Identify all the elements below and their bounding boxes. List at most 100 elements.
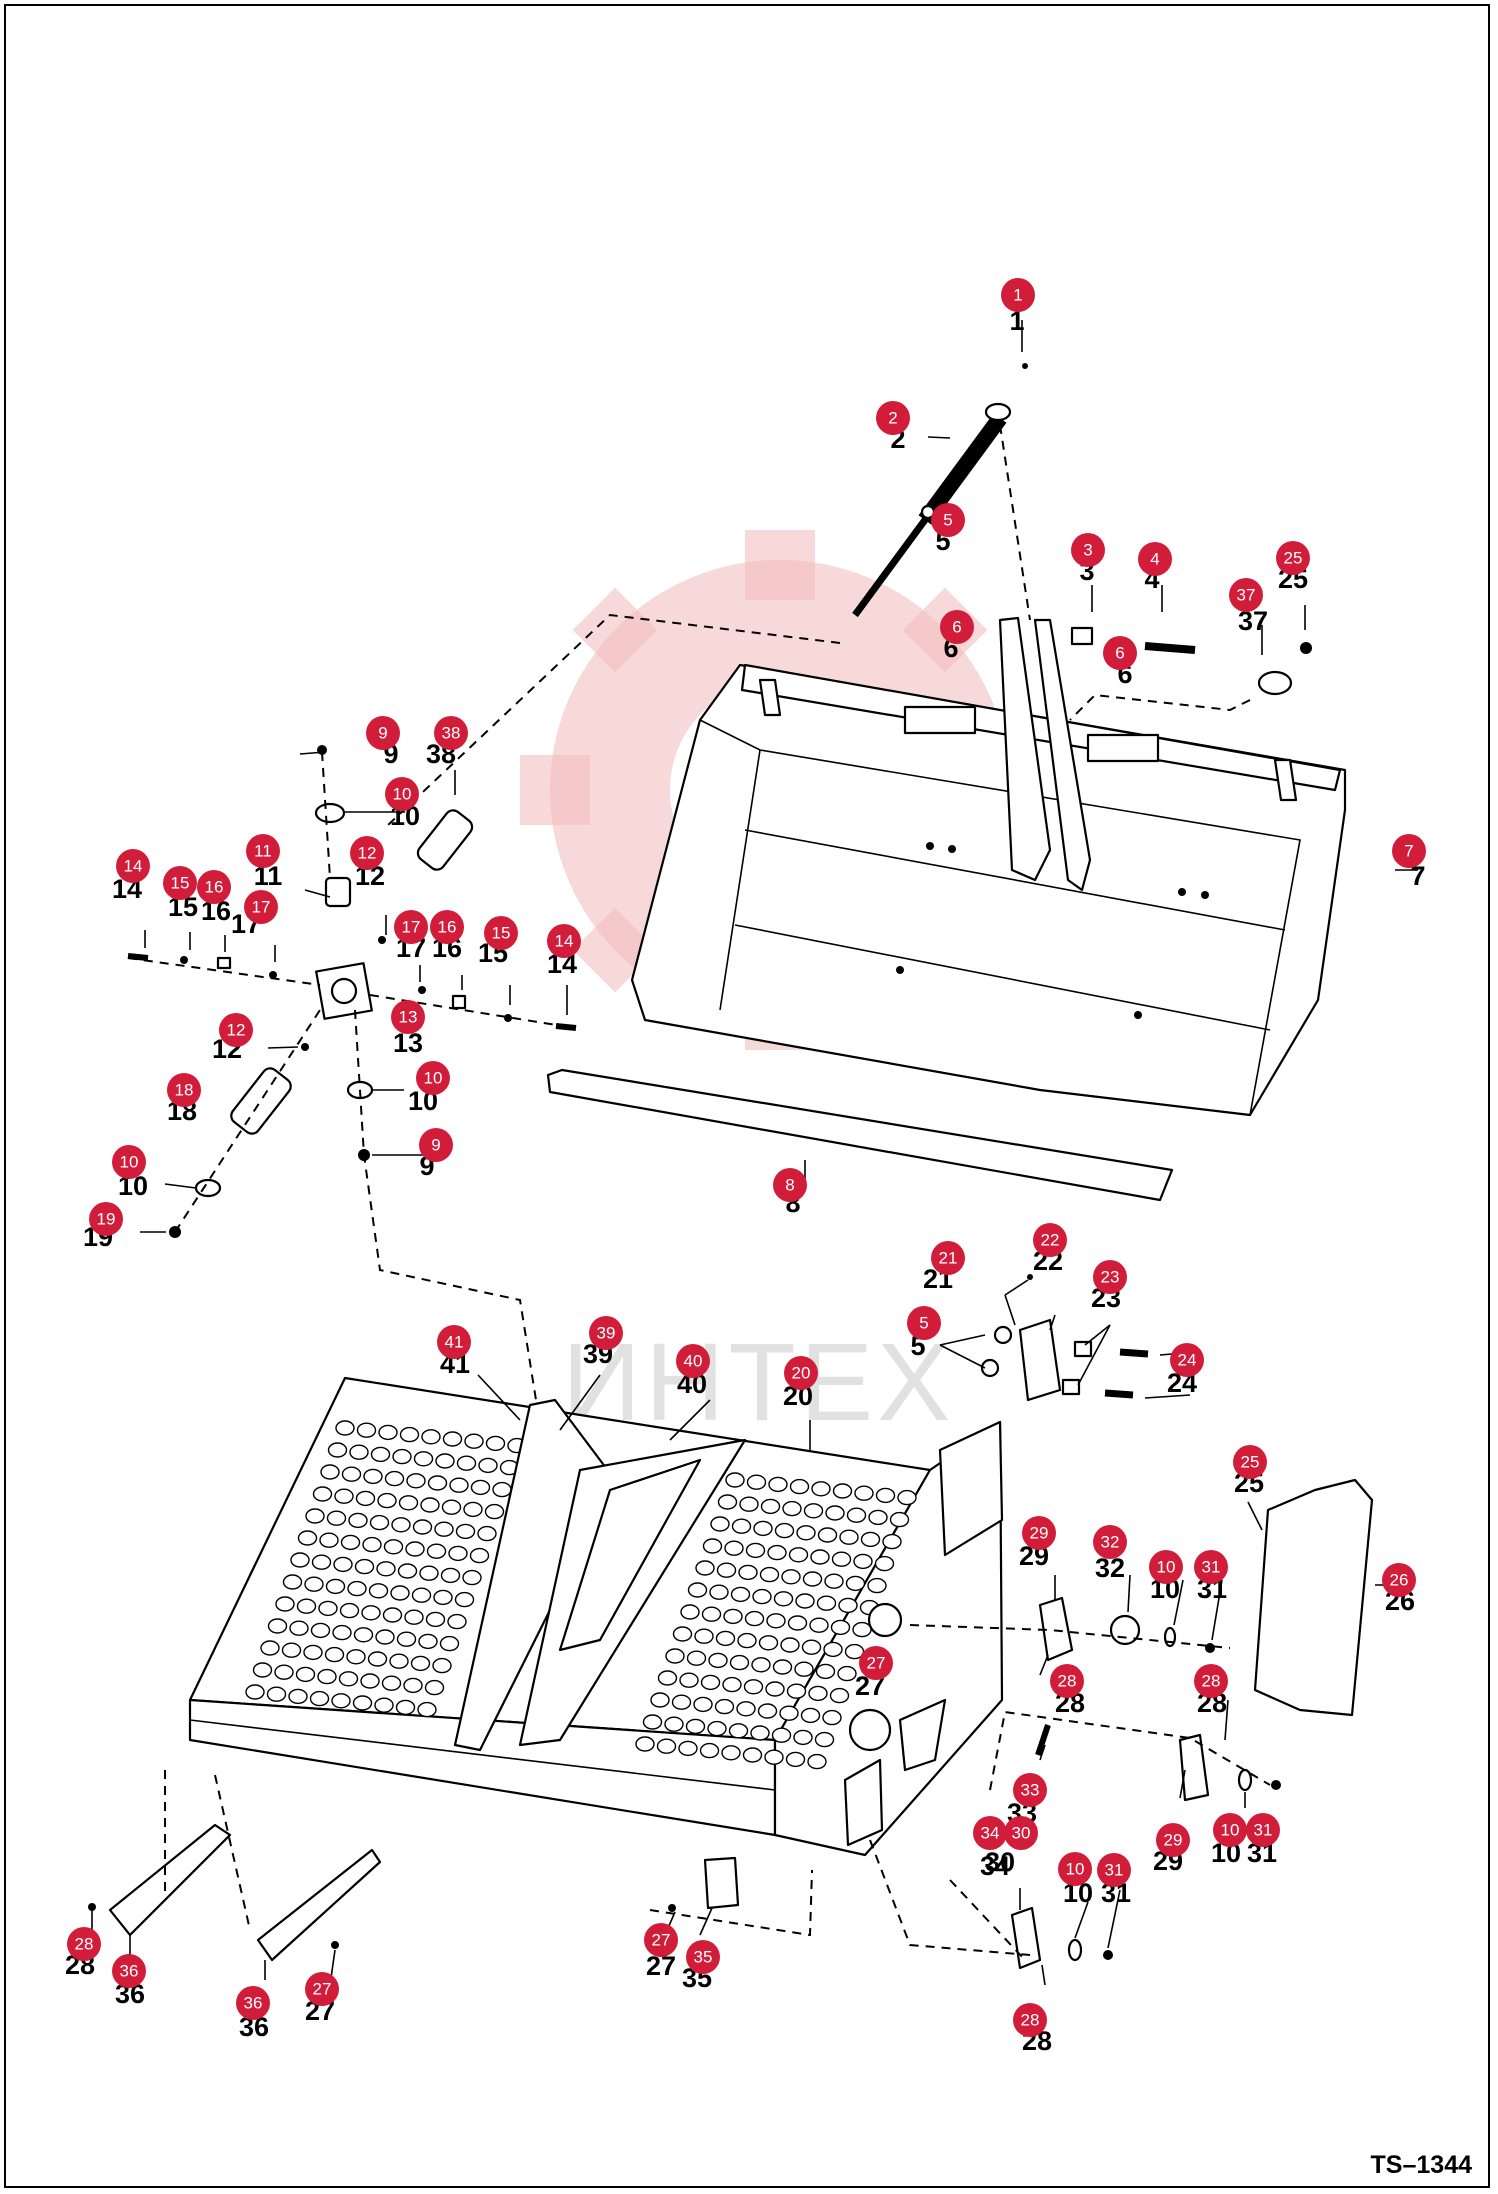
callout-badge-36[interactable]: 36 xyxy=(112,1954,146,1988)
svg-text:4: 4 xyxy=(1150,550,1159,569)
perforation-hole xyxy=(808,1685,828,1702)
callout-badge-6[interactable]: 6 xyxy=(1103,636,1137,670)
perforation-hole xyxy=(317,1668,337,1685)
perforation-hole xyxy=(716,1562,737,1578)
perforation-hole xyxy=(757,1703,778,1719)
callout-badge-36[interactable]: 36 xyxy=(236,1986,270,2020)
callout-badge-23[interactable]: 23 xyxy=(1093,1260,1127,1294)
callout-badge-10[interactable]: 10 xyxy=(1213,1813,1247,1847)
callout-badge-2[interactable]: 2 xyxy=(876,401,910,435)
callout-badge-16[interactable]: 16 xyxy=(197,870,231,904)
callout-badge-10[interactable]: 10 xyxy=(1149,1550,1183,1584)
callout-badge-25[interactable]: 25 xyxy=(1233,1445,1267,1479)
perforation-hole xyxy=(730,1586,751,1603)
svg-text:24: 24 xyxy=(1178,1351,1197,1370)
perforation-hole xyxy=(729,1654,750,1671)
callout-badge-28[interactable]: 28 xyxy=(1194,1664,1228,1698)
callout-badge-32[interactable]: 32 xyxy=(1093,1525,1127,1559)
spring-upper xyxy=(416,809,474,871)
callout-badge-9[interactable]: 9 xyxy=(366,716,400,750)
perforation-hole xyxy=(788,1547,809,1563)
callout-badge-31[interactable]: 31 xyxy=(1246,1813,1280,1847)
callout-badge-21[interactable]: 21 xyxy=(931,1241,965,1275)
callout-badge-19[interactable]: 19 xyxy=(89,1202,123,1236)
callout-badge-33[interactable]: 33 xyxy=(1013,1773,1047,1807)
callout-badge-41[interactable]: 41 xyxy=(437,1325,471,1359)
pivot-assembly xyxy=(127,745,577,1501)
callout-badge-39[interactable]: 39 xyxy=(589,1316,623,1350)
callout-badge-10[interactable]: 10 xyxy=(385,777,419,811)
callout-badge-10[interactable]: 10 xyxy=(1058,1852,1092,1886)
callout-badge-31[interactable]: 31 xyxy=(1194,1550,1228,1584)
callout-badge-15[interactable]: 15 xyxy=(163,866,197,900)
callout-badge-12[interactable]: 12 xyxy=(219,1013,253,1047)
callout-badge-5[interactable]: 5 xyxy=(907,1306,941,1340)
callout-badge-4[interactable]: 4 xyxy=(1138,542,1172,576)
callout-badge-1[interactable]: 1 xyxy=(1001,278,1035,312)
svg-text:36: 36 xyxy=(244,1994,263,2013)
callout-badge-3[interactable]: 3 xyxy=(1071,533,1105,567)
callout-badge-17[interactable]: 17 xyxy=(244,890,278,924)
callout-badge-37[interactable]: 37 xyxy=(1229,578,1263,612)
svg-text:11: 11 xyxy=(254,842,272,861)
perforation-hole xyxy=(731,1518,752,1534)
perforation-hole xyxy=(723,1608,743,1625)
svg-text:31: 31 xyxy=(1254,1821,1273,1840)
clamp xyxy=(1257,670,1293,696)
perforation-hole xyxy=(326,1510,347,1526)
callout-badge-14[interactable]: 14 xyxy=(547,924,581,958)
callout-badge-25[interactable]: 25 xyxy=(1276,541,1310,575)
perforation-hole xyxy=(324,1646,345,1663)
callout-badge-16[interactable]: 16 xyxy=(430,910,464,944)
callout-badge-6[interactable]: 6 xyxy=(940,610,974,644)
callout-badge-10[interactable]: 10 xyxy=(416,1061,450,1095)
callout-badge-40[interactable]: 40 xyxy=(676,1344,710,1378)
perforation-hole xyxy=(751,1657,771,1673)
callout-badge-18[interactable]: 18 xyxy=(167,1073,201,1107)
callout-badge-11[interactable]: 11 xyxy=(246,834,280,868)
svg-text:15: 15 xyxy=(171,874,190,893)
perforation-hole xyxy=(375,1629,395,1645)
callout-badge-28[interactable]: 28 xyxy=(67,1927,101,1961)
callout-badge-30[interactable]: 30 xyxy=(1004,1816,1038,1850)
callout-badge-24[interactable]: 24 xyxy=(1170,1343,1204,1377)
callout-badge-28[interactable]: 28 xyxy=(1013,2003,1047,2037)
perforation-hole xyxy=(772,1659,793,1675)
callout-badge-15[interactable]: 15 xyxy=(484,916,518,950)
perforation-hole xyxy=(752,1588,772,1605)
perforation-hole xyxy=(411,1587,432,1603)
callout-badge-29[interactable]: 29 xyxy=(1022,1516,1056,1550)
callout-badge-27[interactable]: 27 xyxy=(305,1972,339,2006)
callout-badge-26[interactable]: 26 xyxy=(1382,1563,1416,1597)
perforation-hole xyxy=(796,1525,816,1541)
callout-badge-8[interactable]: 8 xyxy=(773,1168,807,1202)
callout-badge-28[interactable]: 28 xyxy=(1050,1664,1084,1698)
callout-badge-38[interactable]: 38 xyxy=(434,716,468,750)
callout-badge-5[interactable]: 5 xyxy=(931,503,965,537)
callout-badge-22[interactable]: 22 xyxy=(1033,1223,1067,1257)
callout-badge-27[interactable]: 27 xyxy=(644,1923,678,1957)
callout-badge-13[interactable]: 13 xyxy=(391,1000,425,1034)
callout-badge-17[interactable]: 17 xyxy=(394,910,428,944)
perforation-hole xyxy=(771,1727,792,1743)
perforation-hole xyxy=(455,1523,476,1540)
callout-badge-7[interactable]: 7 xyxy=(1392,834,1426,868)
callout-badge-9[interactable]: 9 xyxy=(419,1128,453,1162)
perforation-hole xyxy=(245,1684,265,1700)
callout-badge-10[interactable]: 10 xyxy=(112,1145,146,1179)
callout-badge-27[interactable]: 27 xyxy=(859,1646,893,1680)
callout-badge-34[interactable]: 34 xyxy=(973,1816,1007,1850)
callout-badge-14[interactable]: 14 xyxy=(116,849,150,883)
perforation-hole xyxy=(678,1740,698,1757)
perforation-hole xyxy=(464,1433,484,1449)
perforation-hole xyxy=(383,1539,404,1555)
perforation-hole xyxy=(378,1424,398,1441)
callout-badge-20[interactable]: 20 xyxy=(784,1356,818,1390)
callout-badge-29[interactable]: 29 xyxy=(1156,1823,1190,1857)
svg-text:16: 16 xyxy=(438,918,457,937)
perforation-hole xyxy=(341,1466,362,1482)
callout-badge-35[interactable]: 35 xyxy=(686,1940,720,1974)
callout-badge-12[interactable]: 12 xyxy=(350,836,384,870)
callout-badge-31[interactable]: 31 xyxy=(1097,1853,1131,1887)
